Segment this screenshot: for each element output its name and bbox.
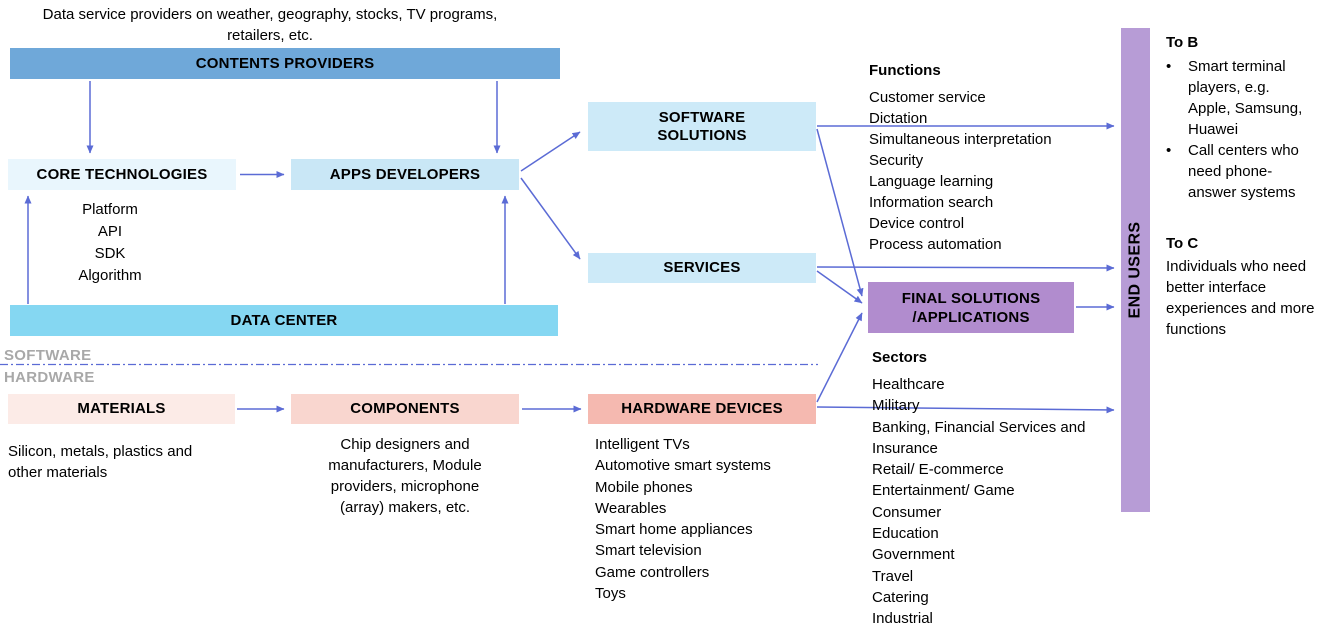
software-solutions-box: SOFTWARE SOLUTIONS [588, 102, 816, 151]
functions-heading: Functions [869, 62, 941, 79]
arrow-services-to-final [816, 270, 863, 304]
end-users-bar: END USERS [1121, 28, 1150, 512]
list-item: Automotive smart systems [595, 457, 771, 475]
list-item: API [97, 223, 123, 240]
arrow-services-to-endusers [816, 264, 1115, 272]
list-item: Device control [869, 215, 965, 232]
list-item: Customer service [869, 89, 986, 106]
list-item: Catering [872, 588, 929, 606]
list-item: Military [872, 397, 920, 415]
list-item: Security [869, 152, 924, 169]
apps-developers-label: APPS DEVELOPERS [329, 165, 481, 183]
contents-providers-box: CONTENTS PROVIDERS [10, 48, 560, 79]
list-item: Process automation [869, 236, 1002, 253]
materials-label: MATERIALS [77, 400, 166, 417]
list-item: Retail/ E-commerce [872, 461, 1004, 479]
final-solutions-box: FINAL SOLUTIONS /APPLICATIONS [868, 282, 1074, 333]
list-item: Consumer [872, 503, 942, 521]
list-item: Game controllers [595, 563, 710, 581]
list-item: Entertainment/ Game [872, 482, 1015, 500]
to-c-heading: To C [1166, 235, 1199, 252]
hardware-layer-label: HARDWARE [4, 369, 95, 386]
list-item: Simultaneous interpretation [869, 131, 1052, 148]
components-label: COMPONENTS [350, 400, 460, 417]
list-item: Banking, Financial Services and Insuranc… [872, 418, 1086, 457]
list-item: Healthcare [872, 376, 945, 393]
list-item: Smart terminal players, e.g. Apple, Sams… [1166, 56, 1306, 140]
hardware-devices-label: HARDWARE DEVICES [621, 400, 783, 417]
list-item: Dictation [869, 110, 928, 127]
core-technologies-box: CORE TECHNOLOGIES [8, 159, 236, 190]
list-item: Wearables [595, 499, 667, 517]
list-item: Toys [595, 585, 626, 603]
list-item: Intelligent TVs [595, 436, 690, 453]
list-item: Platform [82, 201, 138, 218]
components-description: Chip designers and manufacturers, Module… [328, 436, 482, 516]
list-item: Travel [872, 567, 914, 585]
services-box: SERVICES [588, 253, 816, 283]
functions-list: Customer service Dictation Simultaneous … [869, 87, 1052, 255]
final-solutions-label: FINAL SOLUTIONS /APPLICATIONS [901, 289, 1041, 326]
hardware-devices-box: HARDWARE DEVICES [588, 394, 816, 424]
arrow-hardware-to-final [816, 312, 863, 403]
materials-box: MATERIALS [8, 394, 235, 424]
services-label: SERVICES [663, 259, 741, 276]
data-center-label: DATA CENTER [230, 311, 338, 329]
arrow-apps-to-software-solutions [520, 131, 581, 172]
data-center-box: DATA CENTER [10, 305, 558, 336]
materials-description: Silicon, metals, plastics and other mate… [8, 443, 193, 481]
list-item: Industrial [872, 610, 933, 628]
bullet-text: Call centers who need phone-answer syste… [1188, 142, 1299, 201]
to-c-text: Individuals who need better interface ex… [1166, 258, 1315, 338]
list-item: Government [872, 546, 955, 564]
bullet-text: Smart terminal players, e.g. Apple, Sams… [1188, 58, 1303, 138]
end-users-label: END USERS [1126, 221, 1144, 319]
software-layer-label: SOFTWARE [4, 347, 92, 364]
list-item: Information search [869, 194, 994, 211]
list-item: Smart television [595, 542, 702, 560]
core-technologies-label: CORE TECHNOLOGIES [36, 165, 208, 183]
hardware-devices-list: Intelligent TVs Automotive smart systems… [595, 434, 771, 604]
list-item: Education [872, 525, 939, 543]
list-item: Smart home appliances [595, 521, 753, 539]
list-item: Language learning [869, 173, 994, 190]
list-item: SDK [94, 245, 126, 262]
arrow-software-solutions-to-final [816, 128, 864, 297]
contents-providers-caption: Data service providers on weather, geogr… [42, 6, 498, 44]
list-item: Mobile phones [595, 478, 693, 496]
to-b-heading: To B [1166, 34, 1199, 51]
contents-providers-label: CONTENTS PROVIDERS [195, 54, 375, 72]
core-technology-items: Platform API SDK Algorithm [35, 199, 185, 287]
arrow-apps-to-services [520, 177, 581, 260]
apps-developers-box: APPS DEVELOPERS [291, 159, 519, 190]
list-item: Call centers who need phone-answer syste… [1166, 140, 1306, 203]
list-item: Algorithm [78, 267, 142, 284]
components-box: COMPONENTS [291, 394, 519, 424]
software-solutions-label: SOFTWARE SOLUTIONS [657, 108, 747, 144]
sectors-list: Healthcare Military Banking, Financial S… [872, 374, 1090, 630]
to-b-bullet-list: Smart terminal players, e.g. Apple, Sams… [1166, 56, 1306, 203]
sectors-heading: Sectors [872, 349, 928, 366]
